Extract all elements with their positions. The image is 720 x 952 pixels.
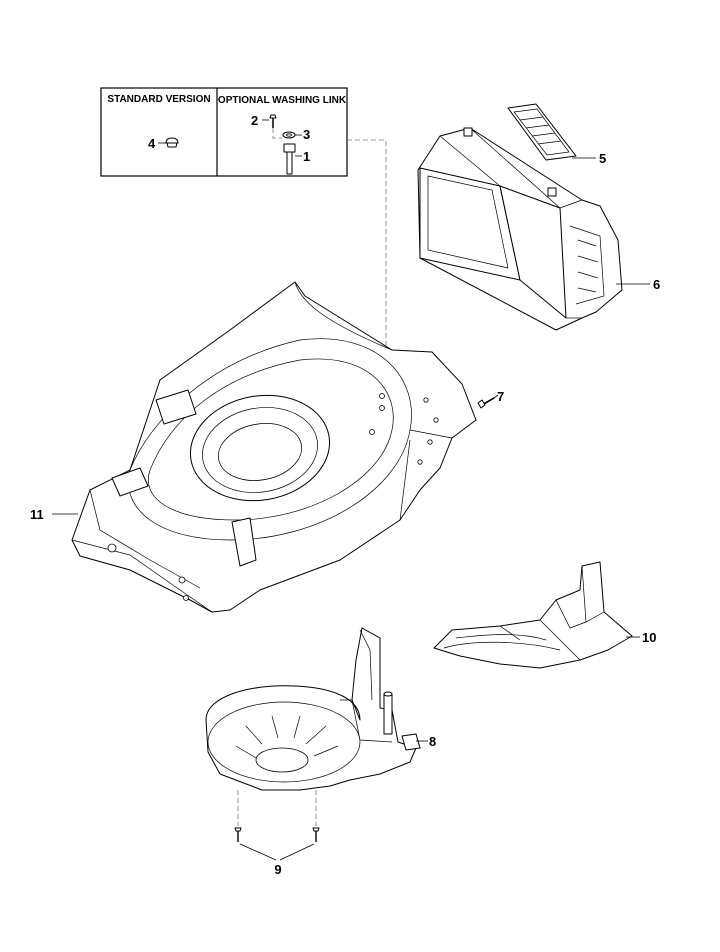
side-deflector-part-10 [433,561,633,669]
version-box: STANDARD VERSION OPTIONAL WASHING LINK 4… [100,87,348,177]
callout-2: 2 [251,113,258,128]
flap-part-5 [507,103,577,161]
callout-3: 3 [303,127,310,142]
callout-9: 9 [274,862,281,877]
screws-part-9 [234,790,320,861]
callout-6: 6 [653,277,660,292]
callout-11: 11 [30,507,44,522]
plug-part-4 [165,137,179,148]
standard-version-header: STANDARD VERSION [107,94,210,105]
ejection-chute-part-6 [417,127,623,331]
screw-part-7 [477,397,495,409]
callout-10: 10 [642,630,656,645]
baffle-part-8 [205,627,421,791]
mower-deck-part-11 [71,281,477,613]
callout-5: 5 [599,151,606,166]
callout-8: 8 [429,734,436,749]
callout-4: 4 [148,136,156,151]
assembly-dash-line [347,139,387,400]
callout-7: 7 [497,389,504,404]
optional-washing-link-header: OPTIONAL WASHING LINK [218,95,347,106]
washing-link-parts [269,114,296,175]
callout-1: 1 [303,149,310,164]
